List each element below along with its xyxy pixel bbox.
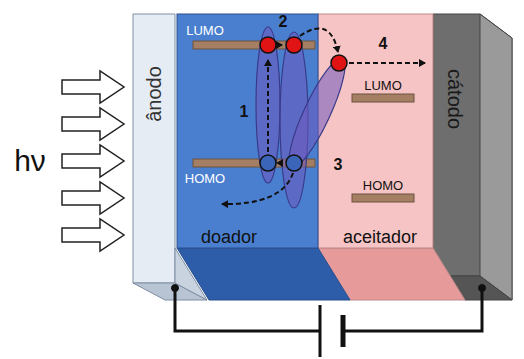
battery-symbol bbox=[172, 285, 486, 358]
cathode-slab bbox=[433, 14, 512, 300]
callout-number: 4 bbox=[379, 36, 388, 52]
light-arrows bbox=[62, 71, 124, 251]
layer-block: doador bbox=[177, 14, 318, 248]
layer-label: cátodo bbox=[445, 69, 465, 129]
level-label: HOMO bbox=[363, 179, 403, 192]
exciton-ellipses bbox=[256, 27, 354, 208]
layer-label: doador bbox=[201, 228, 257, 246]
layer-label: aceitador bbox=[343, 228, 417, 246]
photon-label: hν bbox=[14, 146, 46, 176]
acceptor-layer bbox=[318, 14, 465, 300]
callout-number: 3 bbox=[334, 157, 343, 173]
level-label: LUMO bbox=[186, 24, 224, 37]
layer-block: cátodo bbox=[433, 14, 480, 276]
layer-block: ânodo bbox=[133, 14, 175, 283]
callout-number: 2 bbox=[279, 14, 288, 30]
layer-label: ânodo bbox=[144, 66, 164, 122]
circuit-wire bbox=[175, 288, 482, 331]
anode-slab bbox=[133, 14, 207, 300]
level-label: LUMO bbox=[364, 79, 402, 92]
level-label: HOMO bbox=[185, 172, 225, 185]
transfer-arrows bbox=[222, 28, 425, 204]
donor-layer bbox=[177, 14, 350, 300]
charges bbox=[260, 37, 347, 171]
layer-block: aceitador bbox=[318, 14, 433, 248]
callout-number: 1 bbox=[240, 104, 249, 120]
